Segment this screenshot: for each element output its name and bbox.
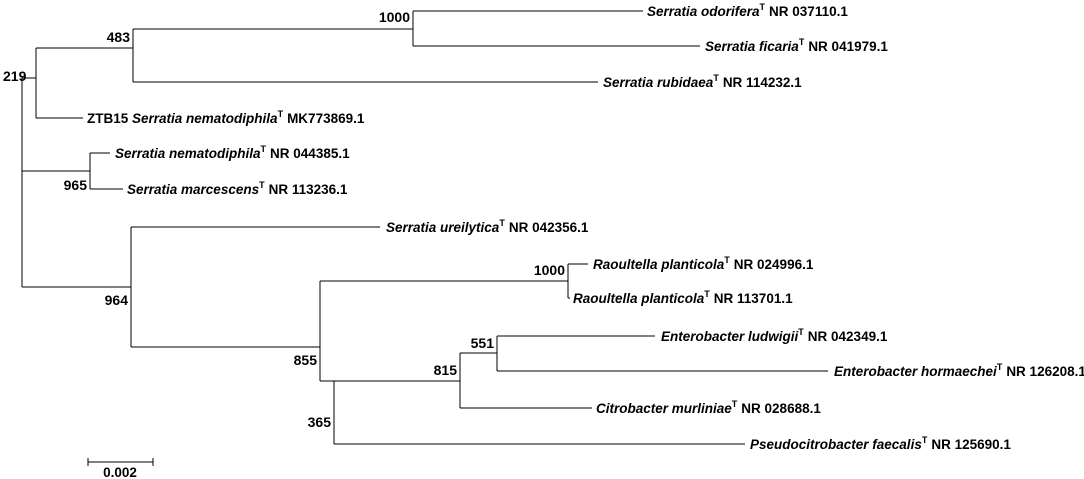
bootstrap-pseudocitrobacter-clade: 365: [308, 414, 332, 430]
bootstrap-enterobacter-citrobacter: 815: [434, 362, 458, 378]
bootstrap-values: 1000 483 219 965 964 1000 855 551 815 36…: [3, 9, 565, 430]
bootstrap-raoultella-enterobacter: 855: [294, 352, 318, 368]
bootstrap-nematodiphila-marcescens: 965: [64, 177, 88, 193]
tree-branches: [21, 10, 828, 466]
bootstrap-upper-serratia: 219: [3, 68, 27, 84]
bootstrap-ureilytica-enterobacteria: 964: [105, 292, 129, 308]
bootstrap-raoultella: 1000: [534, 262, 565, 278]
bootstrap-odorifera-ficaria: 1000: [379, 9, 410, 25]
bootstrap-enterobacter: 551: [471, 335, 495, 351]
scale-bar-label: 0.002: [103, 465, 137, 479]
bootstrap-rubidaea-clade: 483: [107, 29, 131, 45]
